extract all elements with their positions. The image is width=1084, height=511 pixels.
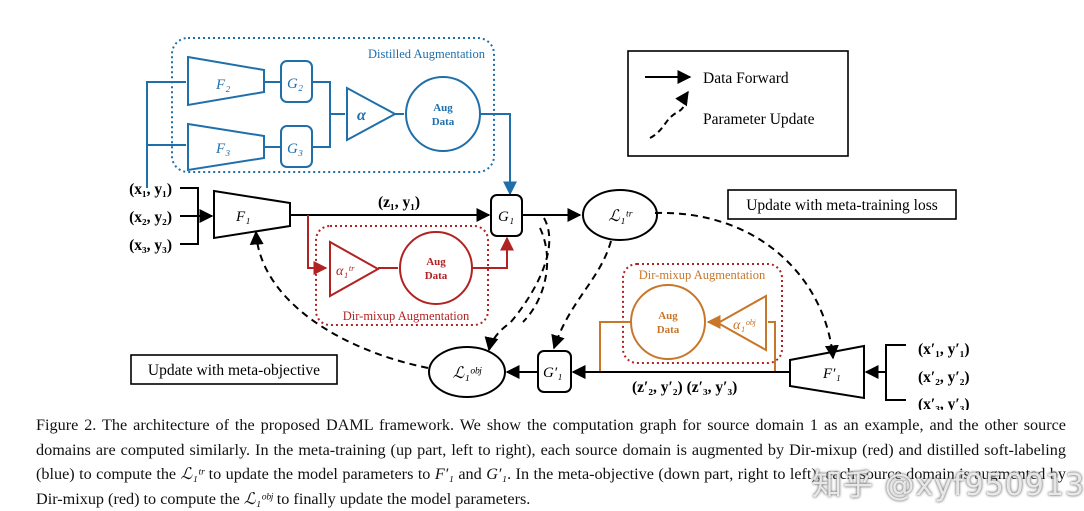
distilled-data-text: Data [432, 116, 455, 128]
blue-input-line-f2 [146, 81, 186, 188]
encoder-f2-shape [187, 55, 265, 107]
distilled-aug-text: Aug [433, 102, 453, 114]
alpha-tr-triangle [329, 240, 381, 298]
dirmixup-top-data-text: Data [425, 270, 448, 282]
g-merge-line [312, 81, 345, 148]
ltr-update-to-g1p-dashed [484, 217, 551, 352]
dirmixup-bottom-label: Dir-mixup Augmentation [639, 268, 766, 282]
classifier-g1p-label: G′₁ [543, 365, 562, 381]
caption-paragraph: Figure 2. The architecture of the propos… [36, 413, 1066, 511]
caption-math-lobj: ℒ₁ᵒᵇʲ [243, 489, 273, 508]
distilled-aug-data-circle [405, 76, 481, 152]
ltr-to-f1p-dashed [654, 211, 839, 360]
caption-part-5: to finally update the model parameters. [272, 489, 531, 508]
caption-part-2: to update the model parameters to [204, 465, 435, 483]
caption-math-f1p: F′₁ [434, 465, 454, 483]
bottom-inputs-bracket [885, 344, 906, 401]
note-meta-objective-box [130, 354, 338, 385]
daml-architecture-diagram: Distilled Augmentation F₂ F₃ G₂ G₃ α Aug… [129, 37, 970, 410]
input-x2y2: (x₂, y₂) [129, 209, 172, 226]
note-meta-objective-text: Update with meta-objective [148, 362, 320, 379]
distilled-augmentation-label: Distilled Augmentation [368, 47, 486, 61]
alpha-tr-label: α₁ᵗʳ [336, 264, 355, 279]
legend-box [627, 50, 849, 157]
edge-label-zp: (z′₂, y′₂) (z′₃, y′₃) [632, 379, 737, 396]
dirmixup-bottom-group: Dir-mixup Augmentation α₁ᵒᵇʲ Aug Data [571, 263, 783, 379]
distilled-augmentation-box [171, 37, 495, 173]
encoder-f1-label: F₁ [235, 209, 250, 225]
encoder-f1p-shape [789, 344, 865, 400]
caption-math-g1p: G′₁ [486, 465, 508, 483]
legend-dashed-arrow [649, 90, 689, 139]
dirmixup-top-to-g1-arrow [472, 236, 514, 269]
input-x1p-y1p: (x′₁, y′₁) [918, 341, 970, 358]
legend-parameter-update: Parameter Update [703, 111, 815, 128]
alpha-mixer-label: α [357, 107, 367, 124]
meta-objective-loss-label: ℒ₁ᵒᵇʲ [453, 365, 483, 382]
encoder-f2-label: F₂ [215, 77, 230, 93]
dirmixup-top-label: Dir-mixup Augmentation [343, 309, 470, 323]
dirmixup-bottom-data-text: Data [657, 324, 680, 336]
legend: Data Forward Parameter Update [627, 50, 849, 157]
zhihu-watermark: 知乎 @xyf950913 [812, 468, 1084, 503]
encoder-f1-shape [213, 189, 291, 240]
caption-math-ltr: ℒ₁ᵗʳ [180, 465, 205, 483]
input-x3p-y3p: (x′₃, y′₃) [918, 396, 970, 410]
dirmixup-top-group: Dir-mixup Augmentation α₁ᵗʳ Aug Data [307, 215, 514, 326]
parameter-update-arrows [249, 211, 839, 369]
classifier-g1-label: G₁ [498, 209, 514, 225]
alpha-obj-label: α₁ᵒᵇʲ [733, 318, 756, 333]
note-meta-training-box [727, 189, 957, 220]
encoder-f3-label: F₃ [215, 141, 230, 157]
edge-label-z1y1: (z₁, y₁) [378, 194, 420, 211]
meta-objective-path: (x′₁, y′₁) (x′₂, y′₂) (x′₃, y′₃) F′₁ (z′… [130, 341, 970, 410]
caption-part-4: . In the meta-objective (down part, righ… [36, 465, 1067, 508]
distilled-to-g1-arrow [480, 113, 517, 196]
meta-training-path: (x₁, y₁) (x₂, y₂) (x₃, y₃) F₁ (z₁, y₁) G… [129, 181, 957, 254]
dirmixup-bottom-aug-text: Aug [658, 310, 678, 322]
classifier-g2-label: G₂ [287, 76, 303, 92]
encoder-f3-shape [187, 122, 265, 172]
dirmixup-top-aug-text: Aug [426, 256, 446, 268]
input-x1y1: (x₁, y₁) [129, 181, 172, 198]
ltr-to-g1p-dashed [551, 240, 612, 350]
note-meta-training-text: Update with meta-training loss [746, 197, 938, 214]
alpha-obj-triangle [715, 294, 767, 352]
dirmixup-top-box [315, 225, 489, 326]
lobj-to-f1-dashed [249, 230, 429, 369]
alpha-mixer-triangle [346, 86, 398, 142]
classifier-g3-label: G₃ [287, 141, 303, 157]
input-x2p-y2p: (x′₂, y′₂) [918, 369, 970, 386]
f1p-to-alpha-obj-line [768, 321, 776, 372]
caption-part-3: and [453, 465, 487, 483]
input-x3y3: (x₃, y₃) [129, 237, 172, 254]
f1-to-alpha-tr-arrow [307, 215, 328, 275]
meta-objective-loss-node [428, 346, 506, 398]
figure-caption: Figure 2. The architecture of the propos… [36, 413, 1066, 511]
legend-data-forward: Data Forward [703, 70, 789, 87]
g1-to-lobj-dashed [522, 227, 549, 323]
caption-part-1: Figure 2. The architecture of the propos… [36, 416, 1066, 483]
distilled-augmentation-group: Distilled Augmentation F₂ F₃ G₂ G₃ α Aug… [146, 37, 517, 196]
dirmixup-bottom-box [622, 263, 783, 364]
meta-training-loss-label: ℒ₁ᵗʳ [608, 208, 633, 225]
dirmixup-bottom-aug-circle [630, 284, 706, 360]
encoder-f1p-label: F′₁ [822, 366, 841, 382]
dirmixup-top-aug-circle [399, 231, 473, 305]
meta-training-loss-node [582, 189, 658, 241]
